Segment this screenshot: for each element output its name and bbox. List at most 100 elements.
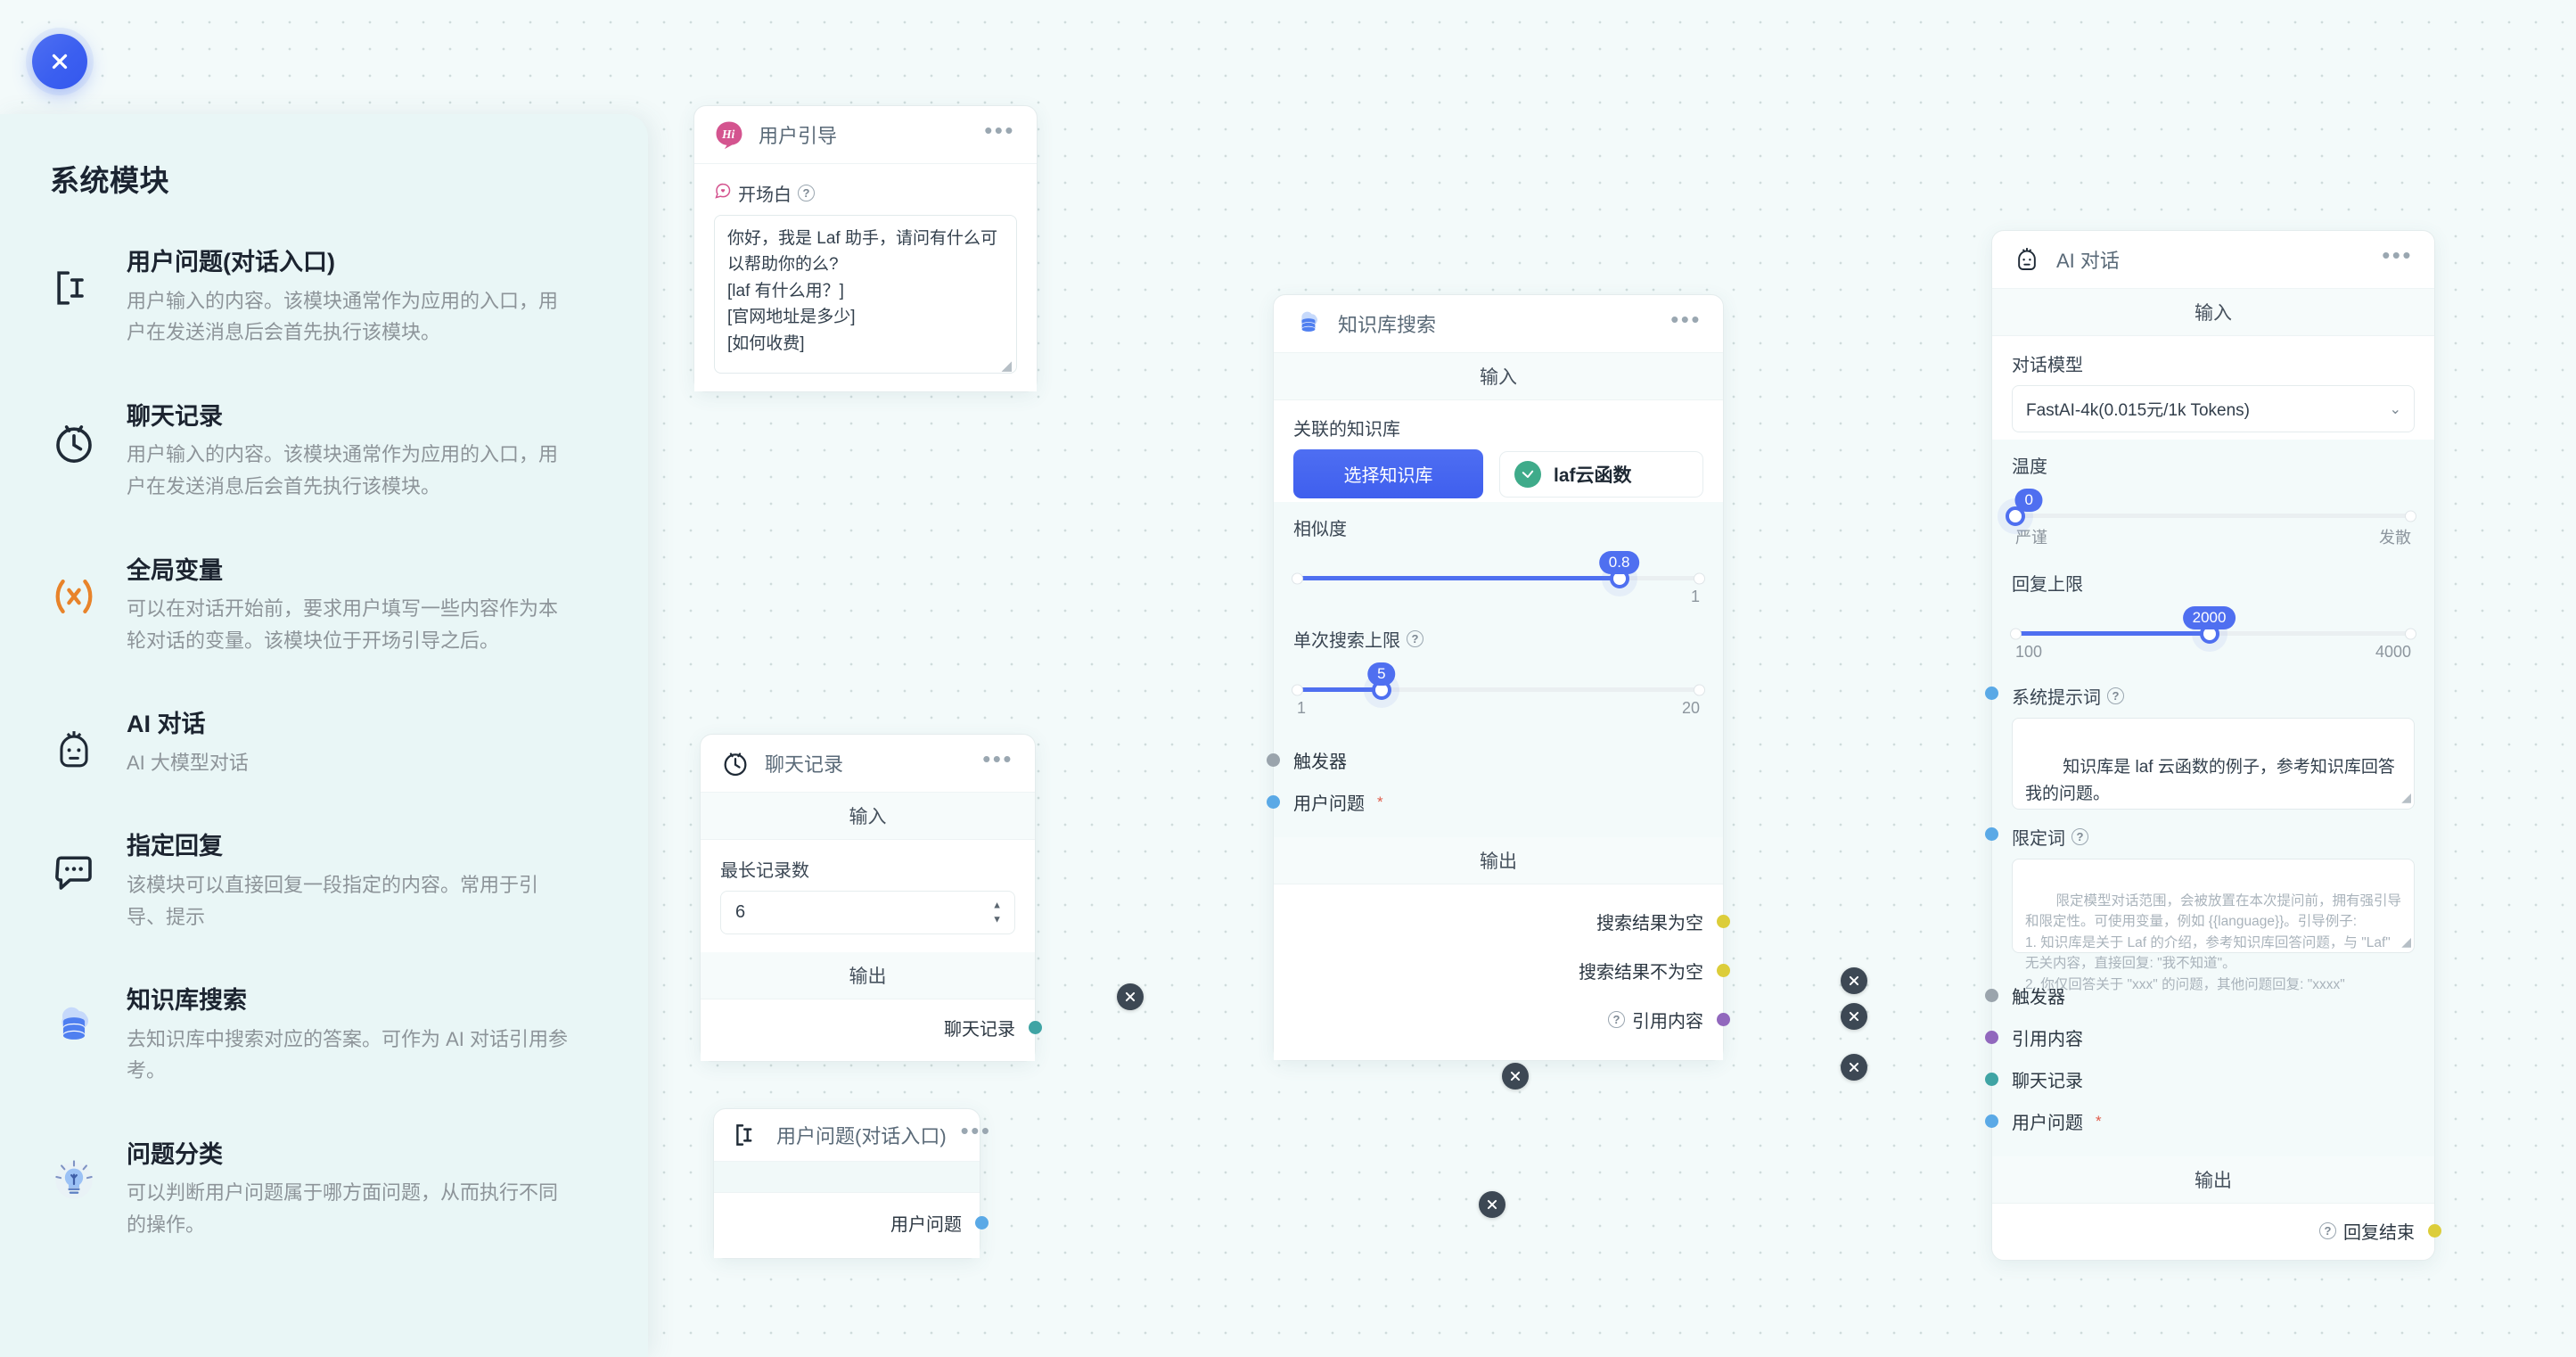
node-menu-button[interactable]: ••• [960, 1117, 992, 1145]
sidebar-item-ai-chat[interactable]: AI 对话 AI 大模型对话 [41, 701, 612, 782]
sidebar-item-global-variable[interactable]: 全局变量 可以在对话开始前，要求用户填写一些内容作为本轮对话的变量。该模块位于开… [41, 547, 612, 661]
port-dot-blue[interactable] [1985, 687, 1998, 700]
kb-chip-laf[interactable]: laf云函数 [1499, 450, 1703, 498]
port-label: 用户问题 [2012, 1114, 2083, 1133]
port-dot-yellow[interactable] [2428, 1224, 2441, 1238]
node-user-guide[interactable]: Hi 用户引导 ••• 开场白 ? 你好，我是 Laf 助手，请问有什么可以帮助… [693, 105, 1038, 392]
module-text: 全局变量 可以在对话开始前，要求用户填写一些内容作为本轮对话的变量。该模块位于开… [127, 551, 605, 657]
sidebar-item-chat-history[interactable]: 聊天记录 用户输入的内容。该模块通常作为应用的入口，用户在发送消息后会首先执行该… [41, 393, 612, 506]
node-ai-chat[interactable]: AI 对话 ••• 输入 对话模型 FastAI-4k(0.015元/1k To… [1985, 230, 2441, 1261]
output-section-label: 输出 [1274, 837, 1723, 884]
node-menu-button[interactable]: ••• [2382, 242, 2413, 269]
node-menu-button[interactable]: ••• [984, 117, 1015, 144]
similarity-slider[interactable]: 0.8 1 [1292, 549, 1705, 613]
close-panel-button[interactable] [32, 34, 87, 89]
node-header[interactable]: 知识库搜索 ••• [1274, 295, 1723, 353]
port-row-question-in[interactable]: 用户问题* [1985, 1100, 2415, 1142]
max-records-stepper[interactable]: 6 ▲ ▼ [720, 891, 1015, 934]
maxtokens-slider[interactable]: 2000 100 4000 [2010, 604, 2416, 669]
sidebar-item-question-classify[interactable]: 问题分类 可以判断用户问题属于哪方面问题，从而执行不同的操作。 [41, 1131, 612, 1245]
resize-grip-icon[interactable]: ◢ [1001, 358, 1012, 374]
port-dot-yellow[interactable] [1717, 964, 1730, 977]
temperature-label: 温度 [2012, 457, 2047, 477]
port-dot-teal[interactable] [1985, 1073, 1998, 1086]
chevron-down-icon[interactable]: ⌄ [2389, 401, 2401, 417]
edge-delete-button[interactable] [1502, 1063, 1529, 1090]
edge-delete-button[interactable] [1479, 1191, 1505, 1218]
stepper-arrows[interactable]: ▲ ▼ [992, 901, 1002, 925]
port-dot-yellow[interactable] [1717, 915, 1730, 928]
help-icon[interactable]: ? [2319, 1222, 2336, 1239]
slider-max-label: 20 [1681, 699, 1700, 717]
system-prompt-textarea[interactable]: 知识库是 laf 云函数的例子，参考知识库回答我的问题。 ◢ [2012, 718, 2415, 810]
port-dot-blue[interactable] [1267, 795, 1280, 809]
module-name: AI 对话 [127, 711, 206, 738]
opening-textarea[interactable]: 你好，我是 Laf 助手，请问有什么可以帮助你的么? [laf 有什么用？] [… [714, 215, 1017, 374]
help-icon[interactable]: ? [1407, 630, 1423, 647]
node-header[interactable]: AI 对话 ••• [1992, 231, 2434, 289]
select-kb-button[interactable]: 选择知识库 [1293, 449, 1483, 498]
slider-max-label: 1 [1690, 588, 1700, 605]
node-header[interactable]: Hi 用户引导 ••• [694, 106, 1037, 164]
node-header[interactable]: 聊天记录 ••• [701, 735, 1035, 793]
sidebar-item-kb-search[interactable]: 知识库搜索 去知识库中搜索对应的答案。可作为 AI 对话引用参考。 [41, 977, 612, 1090]
port-row-history-in[interactable]: 聊天记录 [1985, 1058, 2415, 1100]
port-dot-blue[interactable] [1985, 1114, 1998, 1128]
edge-delete-button[interactable] [1117, 983, 1144, 1010]
resize-grip-icon[interactable]: ◢ [2401, 790, 2411, 805]
stepper-up-icon[interactable]: ▲ [992, 900, 1002, 910]
edge-delete-button[interactable] [1841, 967, 1867, 994]
port-row-quote-in[interactable]: 引用内容 [1985, 1016, 2415, 1058]
node-chat-history[interactable]: 聊天记录 ••• 输入 最长记录数 6 ▲ ▼ 输出 聊天记录 [700, 734, 1042, 1062]
slider-track[interactable]: 0.8 [1292, 551, 1705, 588]
port-row-question-in[interactable]: 用户问题* [1267, 781, 1703, 823]
port-dot-grey[interactable] [1267, 753, 1280, 767]
port-dot-purple[interactable] [1717, 1013, 1730, 1026]
module-text: 问题分类 可以判断用户问题属于哪方面问题，从而执行不同的操作。 [127, 1135, 605, 1241]
resize-grip-icon[interactable]: ◢ [2401, 933, 2411, 949]
limiter-textarea[interactable]: 限定模型对话范围，会被放置在本次提问前，拥有强引导和限定性。可使用变量，例如 {… [2012, 859, 2415, 992]
port-row-empty-out[interactable]: 搜索结果为空 [1293, 897, 1730, 946]
port-dot-blue[interactable] [1985, 827, 1998, 841]
model-select[interactable]: FastAI-4k(0.015元/1k Tokens) ⌄ [2012, 385, 2415, 432]
edge-delete-button[interactable] [1841, 1054, 1867, 1081]
sidebar-item-user-question[interactable]: 用户问题(对话入口) 用户输入的内容。该模块通常作为应用的入口，用户在发送消息后… [41, 239, 612, 352]
stepper-down-icon[interactable]: ▼ [992, 914, 1002, 925]
node-menu-button[interactable]: ••• [982, 745, 1013, 773]
port-label: 引用内容 [1632, 1012, 1703, 1032]
node-header[interactable]: 用户问题(对话入口) ••• [714, 1109, 989, 1162]
port-row-finish-out[interactable]: ? 回复结束 [2012, 1214, 2441, 1247]
module-list: 用户问题(对话入口) 用户输入的内容。该模块通常作为应用的入口，用户在发送消息后… [0, 200, 648, 1245]
help-icon[interactable]: ? [2071, 828, 2088, 845]
node-user-question[interactable]: 用户问题(对话入口) ••• 用户问题 [713, 1108, 989, 1259]
hi-avatar-icon: Hi [714, 119, 744, 150]
lightbulb-icon [46, 1153, 102, 1208]
port-dot-blue[interactable] [975, 1216, 989, 1230]
port-dot-grey[interactable] [1985, 989, 1998, 1002]
help-icon[interactable]: ? [2107, 687, 2124, 704]
search-limit-slider[interactable]: 5 1 20 [1292, 661, 1705, 725]
port-dot-purple[interactable] [1985, 1031, 1998, 1044]
port-row-not-empty-out[interactable]: 搜索结果不为空 [1293, 946, 1730, 995]
port-row-chat-history-out[interactable]: 聊天记录 [720, 1007, 1042, 1049]
node-kb-search[interactable]: 知识库搜索 ••• 输入 关联的知识库 选择知识库 laf云函数 相似度 [1267, 294, 1730, 1061]
port-row-trigger-in[interactable]: 触发器 [1985, 975, 2415, 1016]
port-row-quote-out[interactable]: ? 引用内容 [1293, 995, 1730, 1044]
help-icon[interactable]: ? [798, 185, 815, 201]
slider-knob[interactable] [2006, 506, 2025, 526]
sidebar-item-specified-reply[interactable]: 指定回复 该模块可以直接回复一段指定的内容。常用于引导、提示 [41, 823, 612, 936]
port-dot-teal[interactable] [1029, 1021, 1042, 1034]
temperature-slider[interactable]: 0 严谨 发散 [2006, 487, 2416, 555]
slider-track[interactable]: 0 [2006, 489, 2416, 526]
port-row-trigger-in[interactable]: 触发器 [1267, 739, 1703, 781]
node-title: 知识库搜索 [1338, 314, 1437, 336]
slider-track[interactable]: 5 [1292, 662, 1705, 700]
port-row-user-question-out[interactable]: 用户问题 [732, 1202, 989, 1244]
slider-track[interactable]: 2000 [2010, 606, 2416, 644]
edge-delete-button[interactable] [1841, 1003, 1867, 1030]
help-icon[interactable]: ? [1608, 1011, 1625, 1028]
slider-fill [1297, 687, 1382, 692]
slider-endcap-left [2010, 628, 2022, 639]
node-menu-button[interactable]: ••• [1670, 306, 1702, 333]
